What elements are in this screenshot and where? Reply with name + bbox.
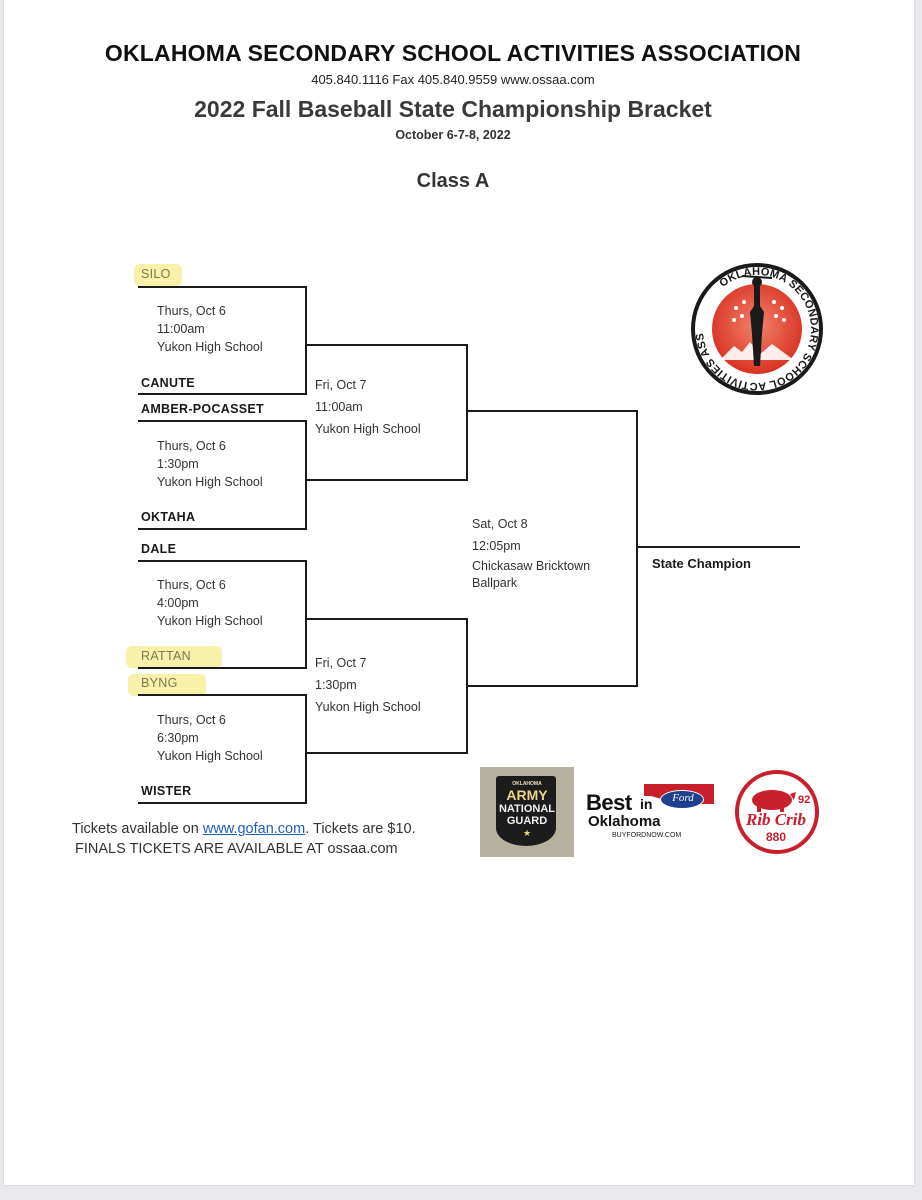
contact-line: 405.840.1116 Fax 405.840.9559 www.ossaa.… (311, 72, 595, 87)
svg-text:880: 880 (766, 830, 786, 844)
highlight-mark (126, 646, 222, 668)
bracket-title: 2022 Fall Baseball State Championship Br… (194, 96, 712, 122)
team-wister: WISTER (141, 784, 192, 798)
ossaa-logo: OKLAHOMA SECONDARY SCHOOL ACTIVITIES ASS… (690, 262, 823, 395)
army-national-guard-logo: OKLAHOMA ARMY NATIONAL GUARD ★ (480, 767, 574, 857)
team-amber-pocasset: AMBER-POCASSET (141, 402, 264, 416)
org-name: OKLAHOMA SECONDARY SCHOOL ACTIVITIES ASS… (104, 40, 802, 66)
team-byng: BYNG (141, 676, 178, 690)
bracket-document: OKLAHOMA SECONDARY SCHOOL ACTIVITIES ASS… (4, 0, 914, 1185)
gofan-link[interactable]: www.gofan.com (202, 821, 306, 837)
rib-crib-880-logo: 92 Rib Crib 880 (735, 770, 819, 854)
tickets-line: Tickets available on www.gofan.com. Tick… (72, 821, 416, 837)
team-silo: SILO (141, 267, 171, 281)
team-dale: DALE (141, 542, 177, 556)
team-canute: CANUTE (141, 376, 195, 390)
class-label: Class A (416, 170, 490, 192)
highlight-mark (134, 264, 182, 286)
team-oktaha: OKTAHA (141, 510, 196, 524)
star-icon: ★ (522, 828, 532, 838)
team-rattan: RATTAN (141, 649, 191, 663)
finals-tickets-line: FINALS TICKETS ARE AVAILABLE AT ossaa.co… (75, 841, 398, 857)
highlight-mark (128, 674, 206, 696)
bracket-dates: October 6-7-8, 2022 (395, 128, 511, 142)
svg-text:92: 92 (798, 794, 810, 806)
state-champion-label: State Champion (652, 556, 751, 571)
svg-text:Rib Crib: Rib Crib (745, 810, 806, 829)
best-in-oklahoma-ford-logo: Ford Best in Oklahoma BUYFORDNOW.COM (582, 780, 718, 850)
